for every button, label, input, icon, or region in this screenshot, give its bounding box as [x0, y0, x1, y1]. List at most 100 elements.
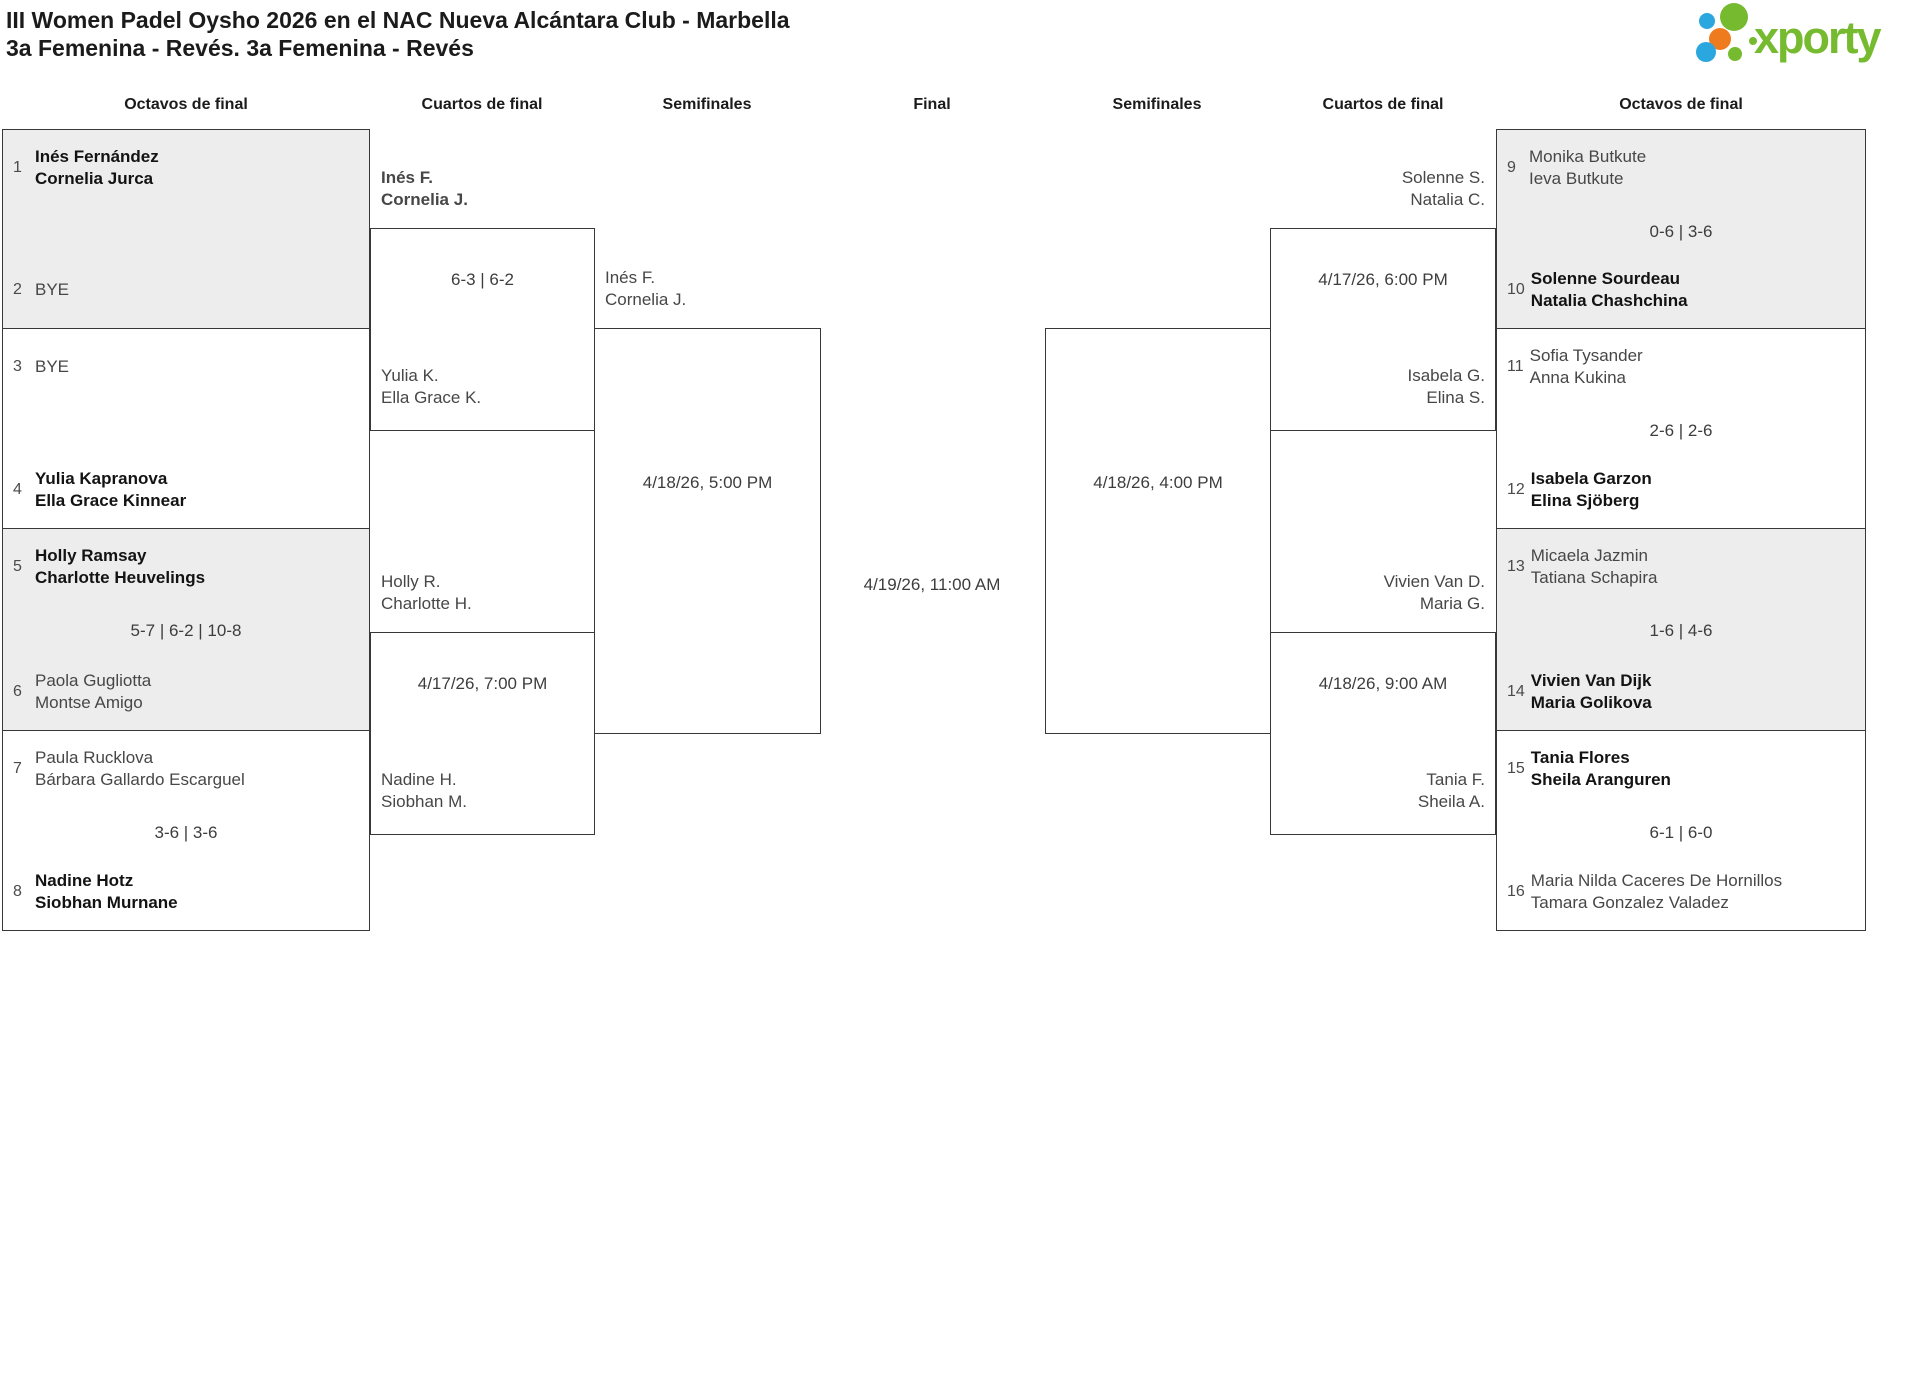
team-name-line: Natalia Chashchina: [1530, 291, 1688, 310]
match-box-qf-left-bottom[interactable]: Holly R. Charlotte H. 4/17/26, 7:00 PM N…: [370, 572, 595, 835]
match-box-qf-right-bottom[interactable]: Vivien Van D. Maria G. 4/18/26, 9:00 AM …: [1270, 572, 1496, 835]
advancing-team: Solenne S. Natalia C.: [1402, 167, 1485, 211]
team-name-line: Paola Gugliotta: [35, 671, 152, 690]
tournament-title: III Women Padel Oysho 2026 en el NAC Nue…: [6, 7, 790, 33]
match-info: 4/17/26, 6:00 PM: [1318, 270, 1448, 289]
team-name-line: Vivien Van Dijk: [1530, 671, 1652, 690]
team-name: Vivien Van Dijk Maria Golikova: [1531, 670, 1652, 714]
team-name-line: Holly Ramsay: [35, 546, 147, 565]
team-name: Tania Flores Sheila Aranguren: [1531, 747, 1671, 791]
team-name: Monika Butkute Ieva Butkute: [1529, 146, 1646, 190]
team-name: Yulia Kapranova Ella Grace Kinnear: [35, 468, 186, 512]
team-name: Inés Fernández Cornelia Jurca: [35, 146, 159, 190]
match-info: 6-3 | 6-2: [450, 270, 514, 289]
advancing-team: Inés F. Cornelia J.: [381, 167, 468, 211]
seed-number: 8: [13, 883, 22, 900]
team-row: 1 Inés Fernández Cornelia Jurca: [13, 140, 361, 196]
team-row: 9 Monika Butkute Ieva Butkute: [1507, 140, 1857, 196]
team-name-line: Solenne S.: [1401, 168, 1485, 187]
team-row: 14 Vivien Van Dijk Maria Golikova: [1507, 664, 1857, 720]
team-name: BYE: [35, 356, 69, 378]
match-box-octavos-1-2[interactable]: 1 Inés Fernández Cornelia Jurca 2 BYE: [2, 129, 370, 329]
seed-number: 16: [1507, 883, 1525, 900]
round-label-cuartos-left: Cuartos de final: [421, 96, 543, 113]
seed-number: 13: [1507, 558, 1525, 575]
team-name-line: Vivien Van D.: [1383, 572, 1485, 591]
advancing-team: Tania F. Sheila A.: [1418, 769, 1485, 813]
team-name: Micaela Jazmin Tatiana Schapira: [1531, 545, 1658, 589]
team-name-line: Yulia K.: [381, 366, 439, 385]
seed-number: 5: [13, 558, 22, 575]
final-match-info: 4/19/26, 11:00 AM: [863, 575, 1001, 594]
advancing-team: Vivien Van D. Maria G.: [1384, 571, 1485, 615]
logo-dot-green-large: [1720, 3, 1748, 31]
team-name-line: Isabela G.: [1407, 366, 1486, 385]
team-name-line: Monika Butkute: [1529, 147, 1647, 166]
logo-dot-green-tiny: [1749, 37, 1757, 45]
match-box-octavos-7-8[interactable]: 7 Paula Rucklova Bárbara Gallardo Escarg…: [2, 730, 370, 931]
team-row: 3 BYE: [13, 339, 361, 395]
team-name-line: Cornelia J.: [605, 290, 687, 309]
seed-number: 7: [13, 760, 22, 777]
match-box-octavos-11-12[interactable]: 11 Sofia Tysander Anna Kukina 2-6 | 2-6 …: [1496, 328, 1866, 529]
round-label-octavos-left: Octavos de final: [124, 96, 248, 113]
seed-number: 15: [1507, 760, 1525, 777]
team-name: BYE: [35, 279, 69, 301]
team-row: 2 BYE: [13, 262, 361, 318]
team-name-line: Cornelia J.: [381, 190, 468, 209]
team-row: 7 Paula Rucklova Bárbara Gallardo Escarg…: [13, 741, 361, 797]
team-name-line: Paula Rucklova: [35, 748, 154, 767]
match-score: 1-6 | 4-6: [1649, 621, 1713, 640]
seed-number: 4: [13, 481, 22, 498]
logo-dot-blue-small: [1699, 13, 1715, 29]
match-info: 4/17/26, 7:00 PM: [417, 674, 548, 693]
match-box-semifinal-right[interactable]: 4/18/26, 4:00 PM: [1045, 328, 1271, 734]
team-name-line: Montse Amigo: [35, 693, 143, 712]
logo-wordmark: xporty: [1754, 12, 1882, 63]
team-name-line: Sheila A.: [1417, 792, 1485, 811]
match-box-octavos-3-4[interactable]: 3 BYE 4 Yulia Kapranova Ella Grace Kinne…: [2, 328, 370, 529]
seed-number: 12: [1507, 481, 1525, 498]
team-name-line: Inés Fernández: [35, 147, 159, 166]
team-name-line: Inés F.: [605, 268, 656, 287]
seed-number: 11: [1507, 358, 1524, 375]
team-name: Paula Rucklova Bárbara Gallardo Escargue…: [35, 747, 245, 791]
match-score: 0-6 | 3-6: [1649, 222, 1713, 241]
seed-number: 6: [13, 683, 22, 700]
team-name-line: Holly R.: [381, 572, 441, 591]
match-info: 4/18/26, 4:00 PM: [1093, 473, 1223, 492]
match-box-semifinal-left[interactable]: Inés F. Cornelia J. 4/18/26, 5:00 PM: [594, 268, 821, 734]
match-box-octavos-5-6[interactable]: 5 Holly Ramsay Charlotte Heuvelings 5-7 …: [2, 528, 370, 731]
match-box-qf-left-top[interactable]: Inés F. Cornelia J. 6-3 | 6-2 Yulia K. E…: [370, 168, 595, 431]
team-name-line: Nadine Hotz: [35, 871, 134, 890]
match-score: 6-1 | 6-0: [1649, 823, 1713, 842]
team-name-line: Cornelia Jurca: [35, 169, 154, 188]
team-row: 15 Tania Flores Sheila Aranguren: [1507, 741, 1857, 797]
team-name-line: Siobhan Murnane: [35, 893, 178, 912]
match-box-octavos-15-16[interactable]: 15 Tania Flores Sheila Aranguren 6-1 | 6…: [1496, 730, 1866, 931]
xporty-logo[interactable]: xporty: [1694, 2, 1914, 70]
team-name-line: Sheila Aranguren: [1530, 770, 1671, 789]
team-name-line: Sofia Tysander: [1529, 346, 1643, 365]
seed-number: 3: [13, 358, 22, 375]
match-info: 4/18/26, 5:00 PM: [642, 473, 773, 492]
match-box-octavos-13-14[interactable]: 13 Micaela Jazmin Tatiana Schapira 1-6 |…: [1496, 528, 1866, 731]
team-name-line: Inés F.: [381, 168, 433, 187]
team-row: 10 Solenne Sourdeau Natalia Chashchina: [1507, 262, 1857, 318]
team-name-line: BYE: [35, 357, 70, 376]
team-row: 11 Sofia Tysander Anna Kukina: [1507, 339, 1857, 395]
team-name-line: Maria G.: [1419, 594, 1485, 613]
round-label-final: Final: [913, 96, 951, 113]
team-name-line: Micaela Jazmin: [1530, 546, 1648, 565]
match-box-qf-right-top[interactable]: Solenne S. Natalia C. 4/17/26, 6:00 PM I…: [1270, 168, 1496, 431]
match-box-octavos-9-10[interactable]: 9 Monika Butkute Ieva Butkute 0-6 | 3-6 …: [1496, 129, 1866, 329]
team-name-line: Bárbara Gallardo Escarguel: [35, 770, 245, 789]
advancing-team: Yulia K. Ella Grace K.: [381, 365, 481, 409]
team-name-line: Ella Grace K.: [381, 388, 482, 407]
logo-dot-orange: [1709, 28, 1731, 50]
team-name-line: Tatiana Schapira: [1530, 568, 1658, 587]
team-row: 4 Yulia Kapranova Ella Grace Kinnear: [13, 462, 361, 518]
team-name-line: Yulia Kapranova: [35, 469, 168, 488]
seed-number: 10: [1507, 281, 1525, 298]
team-name: Isabela Garzon Elina Sjöberg: [1531, 468, 1652, 512]
